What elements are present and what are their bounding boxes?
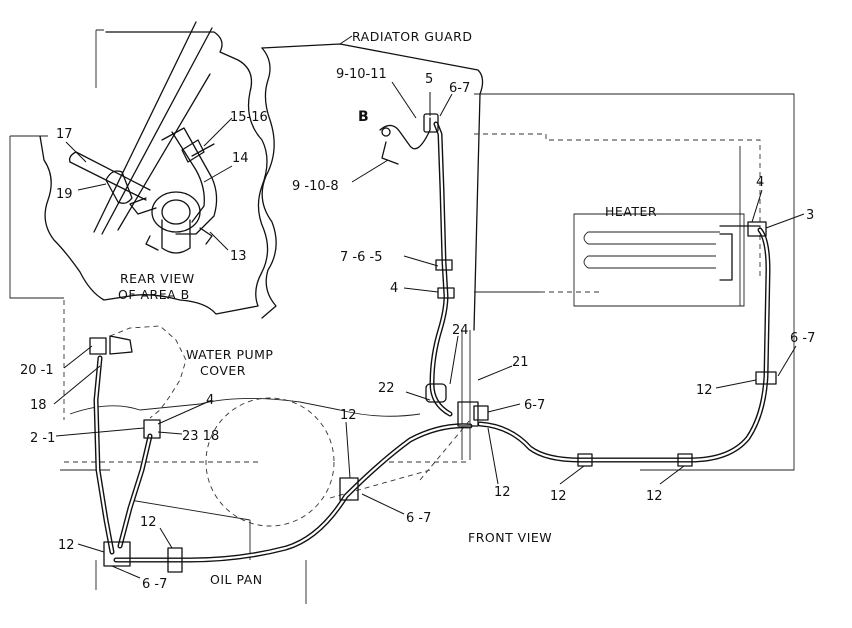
callout-7-6-5: 7 -6 -5 — [340, 250, 382, 265]
callout-24: 24 — [452, 323, 469, 338]
callout-18: 18 — [30, 398, 47, 413]
callout-12-right: 12 — [696, 383, 713, 398]
callout-20-1: 20 -1 — [20, 363, 54, 378]
callout-6-7-lower: 6 -7 — [406, 511, 431, 526]
clamps — [89, 113, 777, 573]
captions: RADIATOR GUARD HEATER REAR VIEW OF AREA … — [118, 29, 657, 587]
callout-22: 22 — [378, 381, 395, 396]
caption-oil-pan: OIL PAN — [210, 572, 263, 587]
callout-13: 13 — [230, 249, 247, 264]
callout-12-bottom1: 12 — [550, 489, 567, 504]
callout-12-left: 12 — [58, 538, 75, 553]
callout-9-10-11: 9-10-11 — [336, 67, 387, 82]
callout-12-upper: 12 — [340, 408, 357, 423]
caption-water-pump-2: COVER — [200, 363, 246, 378]
caption-radiator-guard: RADIATOR GUARD — [352, 29, 472, 44]
callout-3: 3 — [806, 208, 814, 223]
leader-lines — [53, 35, 805, 579]
callout-6-7-bottom: 6 -7 — [142, 577, 167, 592]
callout-2-1: 2 -1 — [30, 431, 55, 446]
caption-water-pump-1: WATER PUMP — [186, 347, 273, 362]
callout-4-pump: 4 — [206, 393, 214, 408]
hose-lines — [93, 121, 771, 563]
caption-heater: HEATER — [605, 204, 657, 219]
callout-14: 14 — [232, 151, 249, 166]
callout-17: 17 — [56, 127, 73, 142]
callout-12-bottom2: 12 — [646, 489, 663, 504]
callout-6-7-top: 6-7 — [449, 81, 470, 96]
callout-19: 19 — [56, 187, 73, 202]
callout-21: 21 — [512, 355, 529, 370]
callout-5: 5 — [425, 72, 433, 87]
callout-23-18: 23 18 — [182, 429, 219, 444]
callout-6-7-right: 6 -7 — [790, 331, 815, 346]
callout-15-16: 15-16 — [230, 110, 268, 125]
area-marker-b: B — [358, 109, 369, 125]
machine-outline — [9, 29, 795, 604]
caption-front-view: FRONT VIEW — [468, 530, 552, 545]
callout-4-mid: 4 — [390, 281, 398, 296]
callout-9-10-8: 9 -10-8 — [292, 179, 339, 194]
callout-12-oilpan: 12 — [140, 515, 157, 530]
rear-view-inset — [39, 21, 269, 315]
callout-labels: 9-10-11 5 6-7 9 -10-8 15-16 17 14 19 13 … — [20, 67, 815, 592]
caption-rear-view-2: OF AREA B — [118, 287, 190, 302]
callout-12-center: 12 — [494, 485, 511, 500]
callout-6-7-mid: 6-7 — [524, 398, 545, 413]
callout-4-heater: 4 — [756, 175, 764, 190]
caption-rear-view-1: REAR VIEW — [120, 271, 195, 286]
